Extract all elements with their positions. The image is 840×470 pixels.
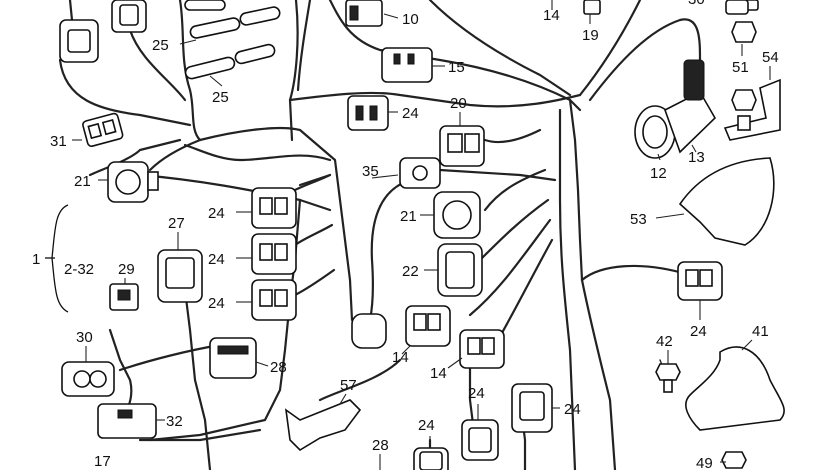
callout-42: 42 [656,333,673,350]
callout-30-top: 30 [688,0,705,8]
callout-41: 41 [752,323,769,340]
connector-31 [82,112,124,148]
leader-lines [72,0,771,470]
connector-24-right [677,261,723,301]
callout-24-bottom-mid: 24 [468,385,485,402]
callout-24-upper: 24 [402,105,419,122]
callout-14-low: 14 [430,365,447,382]
connector-14-b [459,329,505,369]
callout-30: 30 [76,329,93,346]
connector-21-upper [107,161,159,203]
callout-15: 15 [448,59,465,76]
callout-24-bottom-right: 24 [564,401,581,418]
callout-14-top: 14 [543,7,560,24]
callout-24-left-2: 24 [208,251,225,268]
connector-32 [97,403,157,439]
callout-1: 1 [32,251,40,268]
connector-29 [109,283,139,311]
callout-19: 19 [582,27,599,44]
callout-31: 31 [50,133,67,150]
callout-24-left-3: 24 [208,295,225,312]
callout-49: 49 [696,455,713,470]
bolt-49 [721,451,747,469]
callout-10: 10 [402,11,419,28]
connector-24-left-1 [251,187,297,229]
connector-15 [381,47,433,83]
callout-24-right: 24 [690,323,707,340]
clip-19 [583,0,601,15]
callout-21-right: 21 [400,208,417,225]
callout-labels: 10 14 19 25 25 15 24 31 20 51 54 12 13 2… [32,0,779,470]
harness-wires [58,0,702,470]
connector-20 [439,125,485,167]
clip-30-top [725,0,749,15]
round-connector-12-13 [634,59,717,159]
callout-24-left-1: 24 [208,205,225,222]
connector-24-upper [347,95,389,131]
callout-21-left: 21 [74,173,91,190]
callout-28-bottom: 28 [372,437,389,454]
sleeves-25 [184,0,281,80]
connector-28-mid [209,337,257,379]
callout-53: 53 [630,211,647,228]
callout-57: 57 [340,377,357,394]
callout-28-mid: 28 [270,359,287,376]
callout-17: 17 [94,453,111,470]
bolt-42 [655,363,681,393]
callout-54: 54 [762,49,779,66]
callout-12: 12 [650,165,667,182]
callout-25-upper: 25 [152,37,169,54]
connector-top-left [59,0,147,63]
connector-21-right [433,191,481,239]
callout-2-32: 2-32 [64,261,94,278]
callout-35: 35 [362,163,379,180]
callout-13: 13 [688,149,705,166]
callout-25-lower: 25 [212,89,229,106]
cover-plate-53 [678,157,775,246]
connector-14-a [405,305,451,347]
callout-22: 22 [402,263,419,280]
callout-29: 29 [118,261,135,278]
callout-14-mid: 14 [392,349,409,366]
callout-51: 51 [732,59,749,76]
mount-bracket-41 [685,346,785,431]
callout-20: 20 [450,95,467,112]
connector-24-left-3 [251,279,297,321]
connector-24-bottom-2 [461,419,499,461]
callout-24-bottom-left: 24 [418,417,435,434]
sensor-35 [351,157,441,349]
connector-24-bottom-3 [413,447,449,470]
connector-30 [61,361,115,397]
bracket-57 [284,399,362,452]
connector-22 [437,243,483,297]
callout-27: 27 [168,215,185,232]
parts [59,0,785,470]
callout-32: 32 [166,413,183,430]
connector-24-left-2 [251,233,297,275]
connector-27 [157,249,203,303]
connector-24-bottom-1 [511,383,553,433]
